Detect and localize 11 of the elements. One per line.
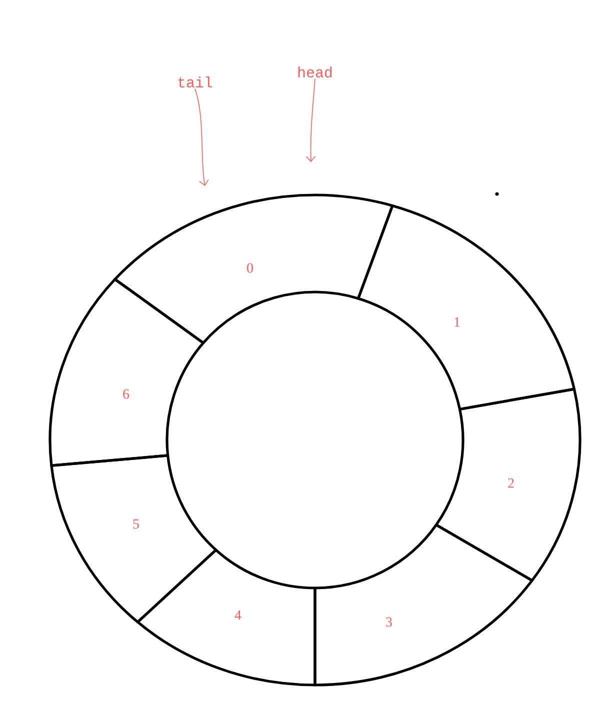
ring-segment: 2 — [434, 388, 582, 582]
ring-segment: 5 — [50, 454, 218, 624]
pointer-label: head — [298, 66, 332, 78]
ring-segment: 0 — [114, 194, 394, 344]
arrow — [194, 88, 209, 186]
ring-segment: 3 — [314, 524, 534, 686]
ring-segment: 6 — [48, 278, 205, 467]
ring-segment: 4 — [136, 548, 316, 686]
arrow — [306, 78, 316, 162]
pointer-label: tail — [178, 76, 212, 88]
ring-segment: 1 — [356, 204, 576, 411]
